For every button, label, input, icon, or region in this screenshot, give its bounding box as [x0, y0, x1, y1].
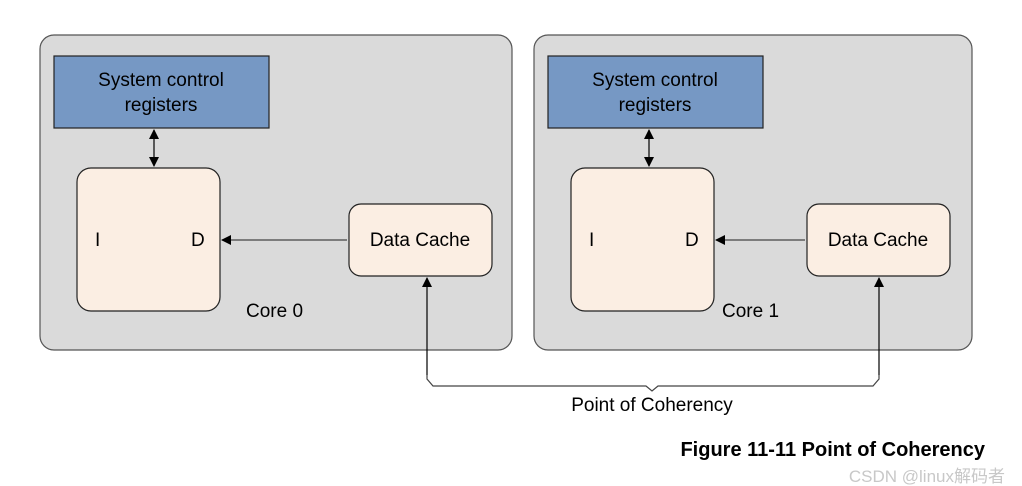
core-label: Core 1	[722, 301, 779, 322]
coherency-bracket	[426, 375, 880, 392]
system-control-registers	[547, 55, 764, 129]
d-port-label: D	[685, 230, 699, 251]
watermark: CSDN @linux解码者	[849, 467, 1005, 486]
core-unit	[570, 167, 715, 312]
registers-label-line2: registers	[125, 95, 198, 116]
d-port-label: D	[191, 230, 205, 251]
registers-label-line2: registers	[619, 95, 692, 116]
point-of-coherency-label: Point of Coherency	[571, 395, 733, 416]
data-cache	[806, 203, 951, 277]
core-label: Core 0	[246, 301, 303, 322]
data-cache	[348, 203, 493, 277]
core-0: System control registers I D Data Cache …	[39, 34, 513, 351]
system-control-registers	[53, 55, 270, 129]
data-cache-label: Data Cache	[370, 230, 470, 251]
i-port-label: I	[95, 230, 100, 251]
core-unit	[76, 167, 221, 312]
data-cache-label: Data Cache	[828, 230, 928, 251]
core-1: System control registers I D Data Cache …	[533, 34, 973, 351]
registers-label-line1: System control	[592, 70, 718, 91]
registers-label-line1: System control	[98, 70, 224, 91]
figure-caption: Figure 11-11 Point of Coherency	[680, 439, 985, 461]
i-port-label: I	[589, 230, 594, 251]
